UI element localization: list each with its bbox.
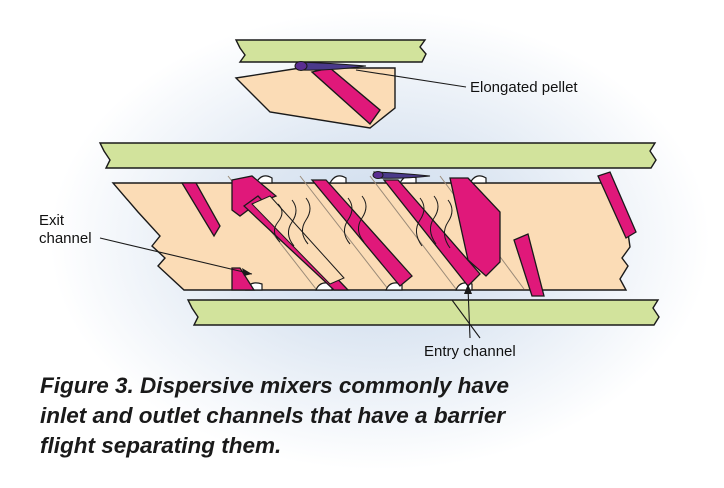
- flow-wave-lines: [274, 195, 453, 249]
- top-edge-notches: [254, 175, 487, 184]
- caption-line-1: Figure 3. Dispersive mixers commonly hav…: [40, 373, 509, 398]
- entry-channel-label: Entry channel: [424, 343, 516, 360]
- inset-screw-fragment: [234, 67, 396, 129]
- exit-channel-leader-line: [99, 237, 253, 275]
- exit-channel-label-line2: channel: [39, 230, 92, 247]
- inset-pellet: [294, 61, 367, 71]
- elongated-pellet-label: Elongated pellet: [470, 79, 578, 96]
- exit-channel-label-line1: Exit: [39, 212, 65, 229]
- exit-channel-arrowhead: [242, 268, 252, 276]
- figure-caption: Figure 3. Dispersive mixers commonly hav…: [40, 371, 700, 461]
- entry-channel-leader-line-b: [451, 299, 481, 339]
- barrel-top-wall: [98, 142, 657, 169]
- pellet-leader-line: [355, 69, 467, 88]
- entry-channel-leader-line-a: [467, 287, 471, 339]
- main-pellet: [372, 171, 431, 179]
- caption-line-3: flight separating them.: [40, 433, 282, 458]
- caption-line-2: inlet and outlet channels that have a ba…: [40, 403, 506, 428]
- inset-barrel-wall: [234, 39, 427, 63]
- channel-inlays: [251, 195, 345, 285]
- barrel-bottom-wall: [186, 299, 660, 326]
- entry-channel-arrowhead: [464, 284, 472, 294]
